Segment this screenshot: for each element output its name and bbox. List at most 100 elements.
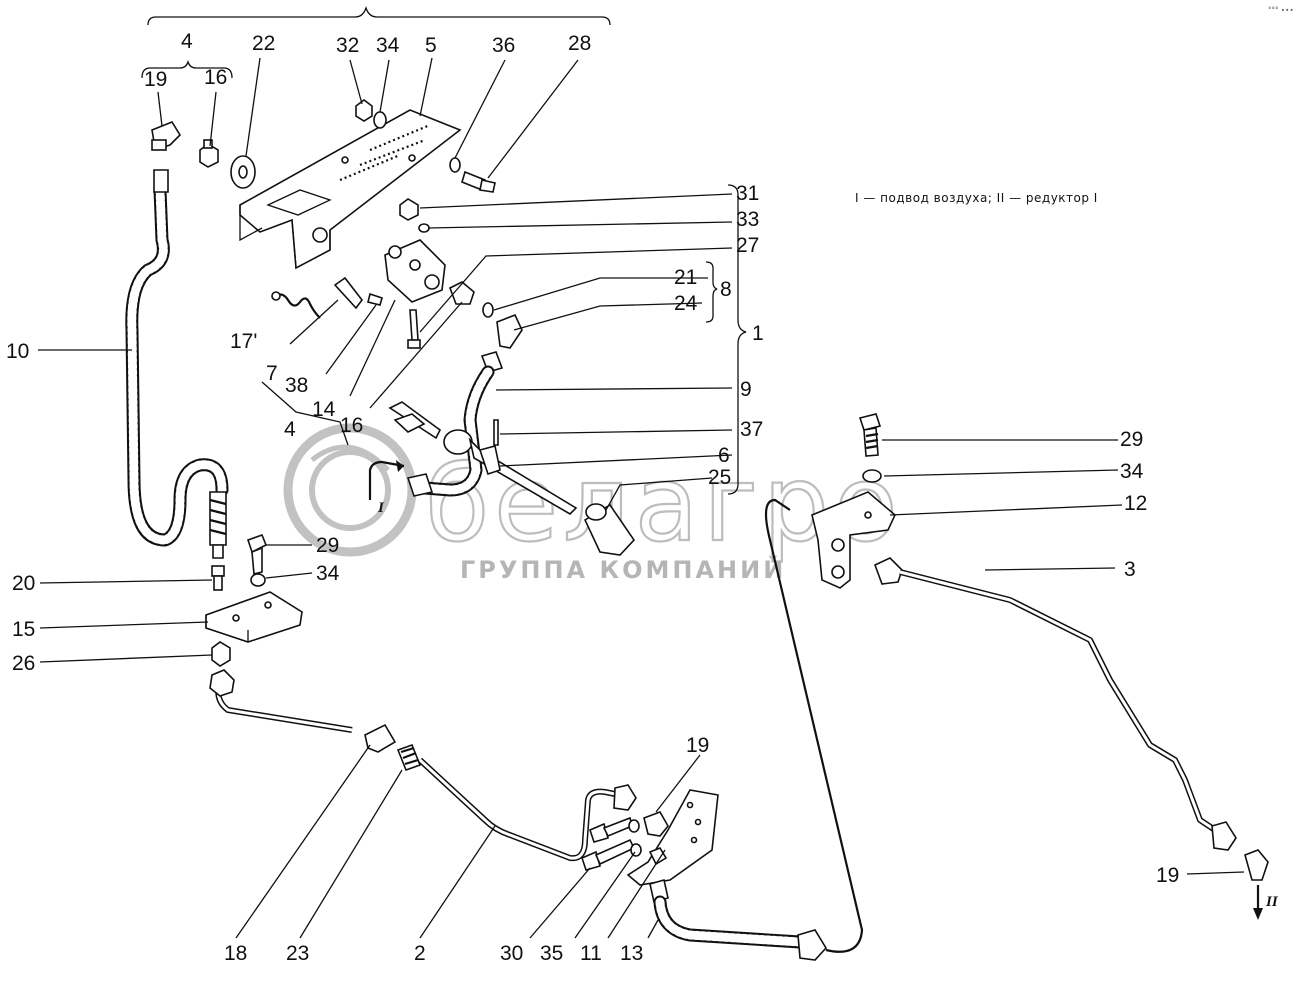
lbl-34-left: 34 (316, 562, 340, 585)
top-brace (147, 5, 611, 26)
lbl-30: 30 (500, 942, 523, 965)
lbl-16-top: 16 (204, 66, 227, 89)
lbl-33: 33 (736, 208, 759, 231)
lbl-31: 31 (736, 182, 759, 205)
lbl-27: 27 (736, 234, 759, 257)
lbl-14: 14 (312, 398, 336, 421)
lbl-20: 20 (12, 572, 35, 595)
tube-2 (209, 669, 637, 862)
fitting-16-mid (448, 281, 475, 305)
elbow-24 (496, 313, 523, 349)
bolt-upper (589, 816, 633, 843)
valve-body-27 (384, 239, 446, 303)
fitting-20 (211, 565, 225, 591)
lbl-10: 10 (6, 340, 29, 363)
lbl-16-mid: 16 (340, 414, 363, 437)
lbl-34-top: 34 (376, 34, 400, 57)
cotter-pin-37 (493, 419, 499, 446)
brace-4-mid (261, 381, 349, 446)
hose-9 (406, 351, 504, 497)
nut-34-left (250, 573, 266, 587)
brace-8 (705, 261, 718, 323)
screw-14 (407, 309, 421, 349)
leader-lines (38, 57, 1245, 939)
elbow-fitting-19-right (1244, 849, 1269, 881)
washer-33 (418, 223, 430, 233)
hose-13 (649, 498, 864, 961)
mounting-bracket-5 (239, 109, 462, 270)
tube-3 (873, 557, 1237, 851)
lbl-36: 36 (492, 34, 515, 57)
brace-4-top (141, 59, 233, 79)
lbl-19-bottom: 19 (686, 734, 709, 757)
nut-32 (355, 99, 373, 122)
lbl-38: 38 (285, 374, 308, 397)
reducer-arrow (1253, 885, 1263, 920)
lbl-4-mid: 4 (284, 418, 296, 441)
lbl-15: 15 (12, 618, 35, 641)
lbl-12: 12 (1124, 492, 1147, 515)
washer-35 (630, 843, 642, 857)
corner-mark: °°° ∙∙∙ (1268, 6, 1293, 14)
spring-17 (271, 291, 321, 319)
lbl-21: 21 (674, 266, 697, 289)
lbl-19-right: 19 (1156, 864, 1179, 887)
marker-air-inlet: I (377, 500, 385, 516)
lbl-32: 32 (336, 34, 359, 57)
brace-1 (727, 184, 747, 495)
bolt-28 (461, 170, 496, 193)
lbl-28: 28 (568, 32, 591, 55)
elbow-fitting-19-bottom (643, 811, 669, 837)
lbl-23: 23 (286, 942, 309, 965)
nut-16-top (199, 139, 219, 168)
lbl-7: 7 (266, 362, 278, 385)
lbl-26: 26 (12, 652, 35, 675)
lbl-22: 22 (252, 32, 275, 55)
lbl-19-top: 19 (144, 68, 167, 91)
nut-31 (399, 198, 419, 221)
clamp-18 (364, 723, 397, 753)
marker-reducer: II (1265, 894, 1279, 910)
spring-23 (396, 743, 422, 772)
lbl-18: 18 (224, 942, 247, 965)
watermark-tagline: ГРУППА КОМПАНИЙ (460, 555, 786, 584)
callout-labels: 4 22 32 34 5 36 28 19 16 31 33 27 21 8 2… (6, 30, 1279, 965)
control-rod-6 (388, 401, 578, 516)
bolt-29-right (858, 413, 882, 457)
lbl-2: 2 (414, 942, 426, 965)
washer-34-right (862, 469, 882, 483)
bracket-15 (205, 591, 303, 643)
bracket-12 (811, 491, 896, 589)
lbl-25: 25 (708, 466, 731, 489)
bracket-11 (626, 789, 719, 886)
lbl-29-left: 29 (316, 534, 339, 557)
nut-26 (211, 641, 231, 667)
lbl-9: 9 (740, 378, 752, 401)
lbl-35: 35 (540, 942, 563, 965)
lbl-34-right: 34 (1120, 460, 1144, 483)
lever-7 (333, 276, 364, 310)
pin-38 (367, 292, 383, 306)
lbl-17: 17' (230, 330, 257, 353)
watermark-logo-icon (283, 423, 417, 557)
lbl-11: 11 (580, 942, 602, 965)
lbl-37: 37 (740, 418, 763, 441)
knob-25 (583, 503, 636, 556)
washer-34-top (373, 111, 387, 129)
elbow-fitting-19-top (151, 121, 182, 151)
lbl-4-top: 4 (181, 30, 193, 53)
lbl-24: 24 (674, 292, 698, 315)
bolt-29-left (246, 533, 268, 576)
lbl-8: 8 (720, 278, 732, 301)
lbl-3: 3 (1124, 558, 1136, 581)
air-inlet-arrow (368, 460, 405, 500)
legend-text: I — подвод воздуха; II — редуктор I (855, 191, 1098, 205)
washer-21 (482, 302, 494, 318)
lbl-6: 6 (718, 444, 730, 467)
hose-10 (125, 169, 229, 559)
lbl-1: 1 (752, 322, 764, 345)
washer-36 (449, 157, 461, 173)
lbl-29-right: 29 (1120, 428, 1143, 451)
